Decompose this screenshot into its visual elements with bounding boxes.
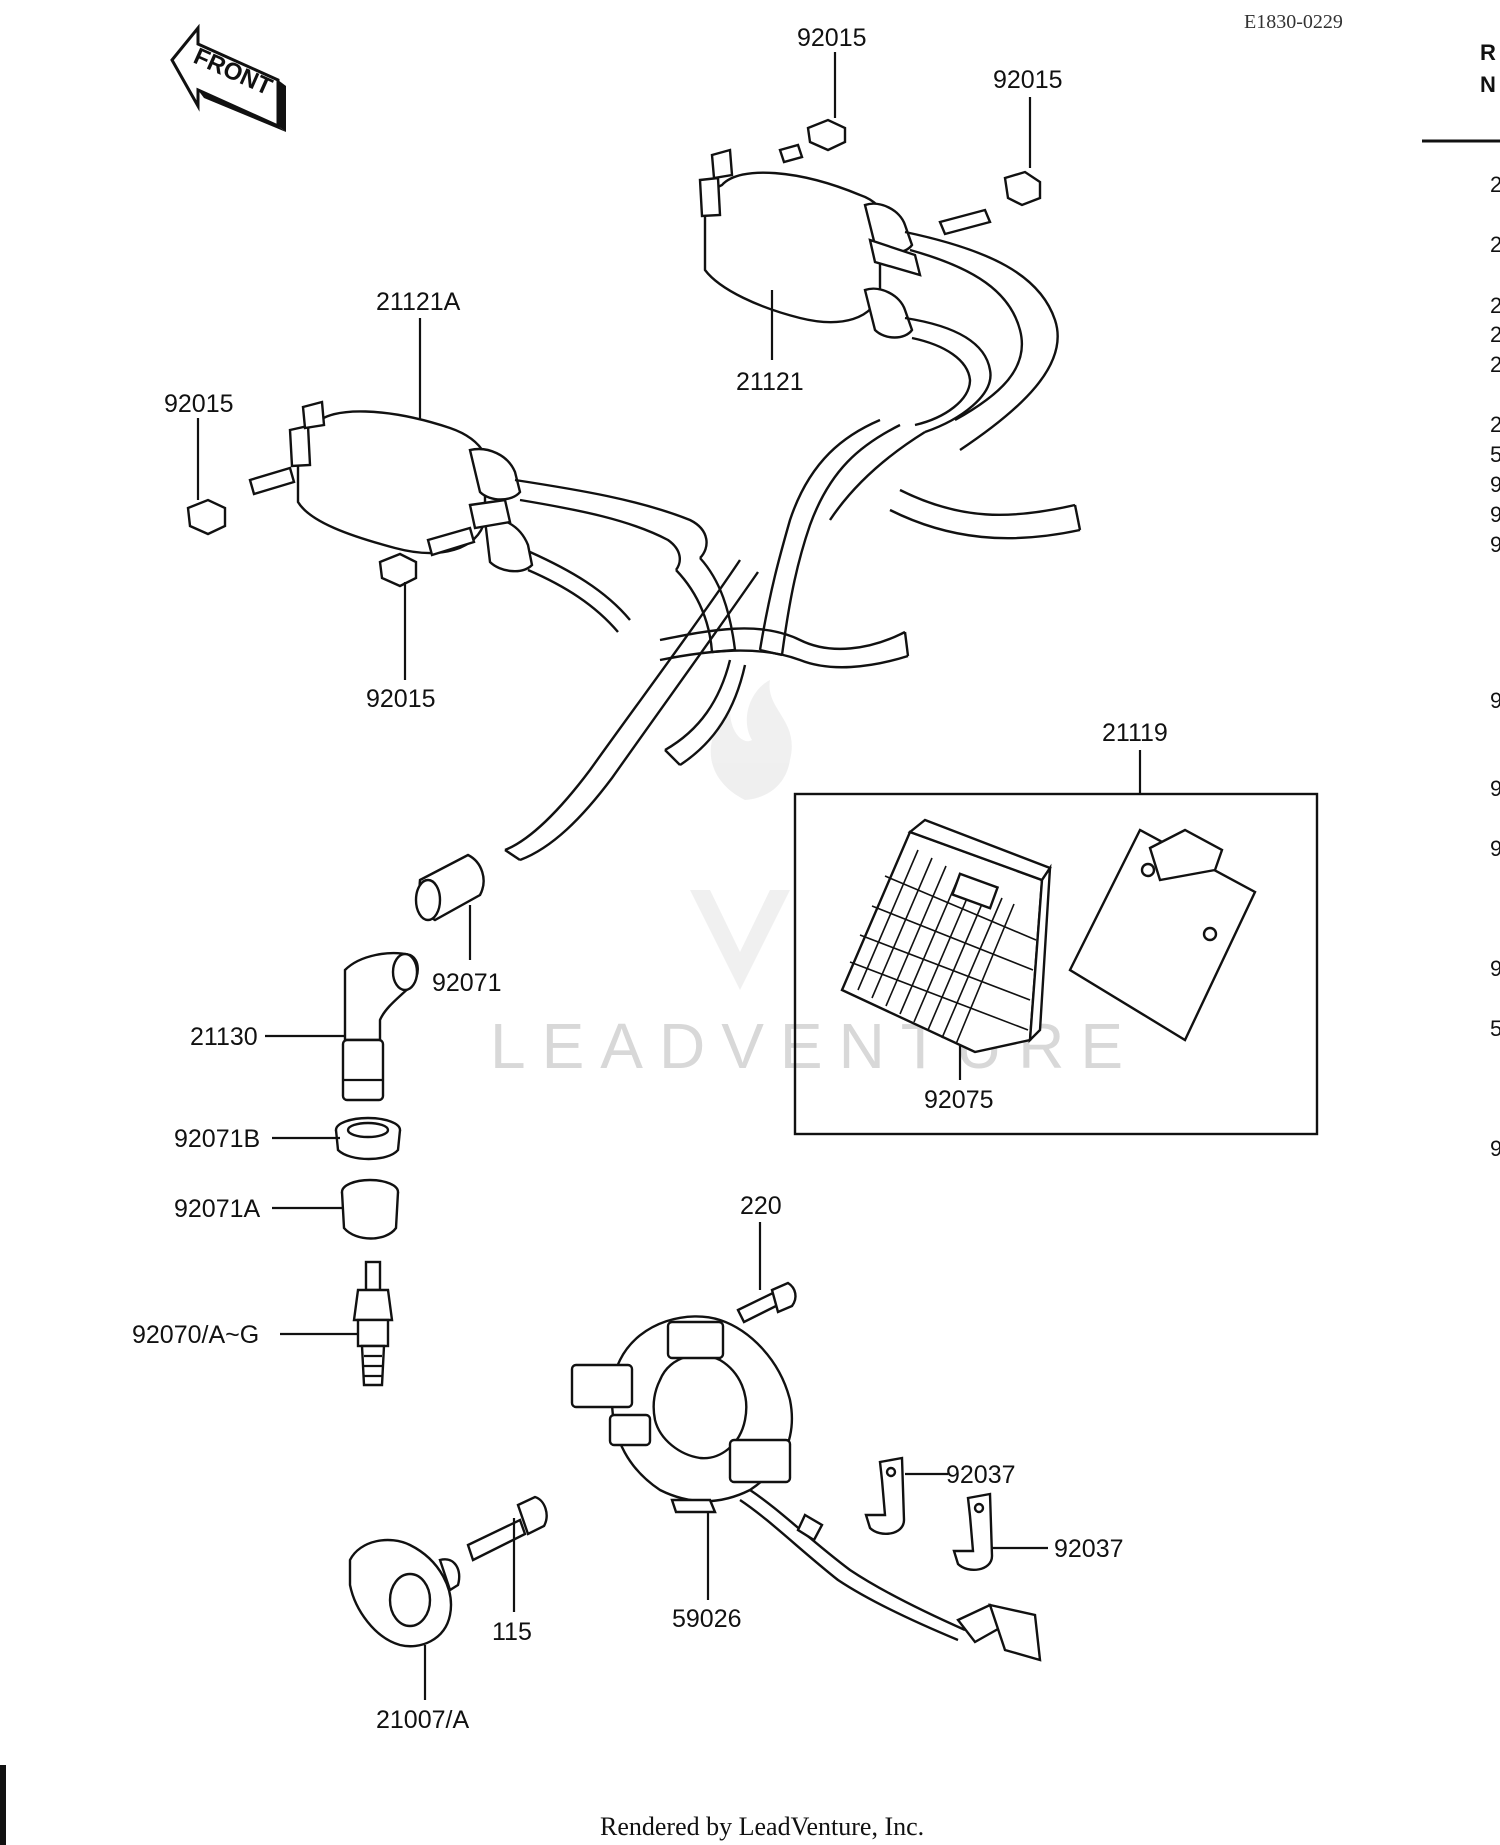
- label-92015-top: 92015: [797, 24, 867, 52]
- label-92070: 92070/A~G: [132, 1321, 259, 1349]
- front-arrow-icon: FRONT: [170, 23, 286, 132]
- drawing-code: E1830-0229: [1244, 11, 1343, 33]
- label-92015-bottom: 92015: [366, 685, 436, 713]
- side-column-fragments: 2 2 2 2 2 2 5 9 9 9 9 9 9 9 5 9: [1490, 172, 1500, 1161]
- side-ref: 9: [1490, 688, 1500, 713]
- part-labels: 92015 92015 21121A 92015 21121 92015 211…: [132, 24, 1168, 1734]
- watermark-logo: [690, 680, 792, 990]
- clamp-92037-a: [864, 1456, 906, 1536]
- label-92037-a: 92037: [946, 1461, 1016, 1489]
- leader-lines: [196, 52, 1142, 1700]
- left-edge-mark: [0, 1765, 6, 1845]
- label-21121: 21121: [736, 368, 804, 396]
- label-92071A: 92071A: [174, 1195, 261, 1223]
- igniter-unit-92075: [840, 818, 1052, 1054]
- side-ref: 9: [1490, 836, 1500, 861]
- label-220: 220: [740, 1192, 782, 1220]
- side-ref: 9: [1490, 1136, 1500, 1161]
- central-hose-run: [504, 557, 910, 862]
- label-21121A: 21121A: [376, 288, 461, 316]
- footer-credit: Rendered by LeadVenture, Inc.: [600, 1812, 924, 1841]
- label-92037-b: 92037: [1054, 1535, 1124, 1563]
- side-ref: 2: [1490, 232, 1500, 257]
- side-ref: 9: [1490, 776, 1500, 801]
- advancer-21007: [348, 1538, 461, 1648]
- pickup-coil-59026: [570, 1315, 1042, 1662]
- side-ref: 9: [1490, 502, 1500, 527]
- igniter-unit-back: [1068, 828, 1257, 1042]
- label-21130: 21130: [190, 1023, 258, 1051]
- label-92075: 92075: [924, 1086, 994, 1114]
- side-ref: 2: [1490, 352, 1500, 377]
- side-ref: 2: [1490, 172, 1500, 197]
- cap-92071: [414, 853, 485, 922]
- bolt-220: [736, 1281, 797, 1324]
- label-21007: 21007/A: [376, 1706, 469, 1734]
- spark-plug-92070: [352, 1260, 394, 1387]
- side-ref: 5: [1490, 1016, 1500, 1041]
- seal-92071B: [334, 1116, 402, 1161]
- label-92015-right: 92015: [993, 66, 1063, 94]
- side-ref: 5: [1490, 442, 1500, 467]
- side-ref: 9: [1490, 472, 1500, 497]
- side-ref: 2: [1490, 293, 1500, 318]
- ignition-coil-21121A: [186, 400, 708, 633]
- label-92015-left: 92015: [164, 390, 234, 418]
- side-header-r: R: [1480, 40, 1496, 65]
- label-92071: 92071: [432, 969, 502, 997]
- clamp-92037-b: [952, 1492, 994, 1572]
- hose-run-21121: [758, 418, 1082, 657]
- side-ref: 9: [1490, 532, 1500, 557]
- plug-cap-21130: [341, 951, 419, 1102]
- bolt-115: [466, 1495, 548, 1562]
- side-ref: 9: [1490, 956, 1500, 981]
- label-92071B: 92071B: [174, 1125, 260, 1153]
- side-header-n: N: [1480, 72, 1496, 97]
- side-ref: 2: [1490, 322, 1500, 347]
- side-ref: 2: [1490, 412, 1500, 437]
- igniter-box-frame: [793, 792, 1319, 1136]
- ignition-coil-21121: [698, 118, 1059, 451]
- label-115: 115: [492, 1618, 532, 1646]
- label-59026: 59026: [672, 1605, 742, 1633]
- seal-92071A: [340, 1178, 400, 1240]
- label-21119: 21119: [1102, 719, 1168, 747]
